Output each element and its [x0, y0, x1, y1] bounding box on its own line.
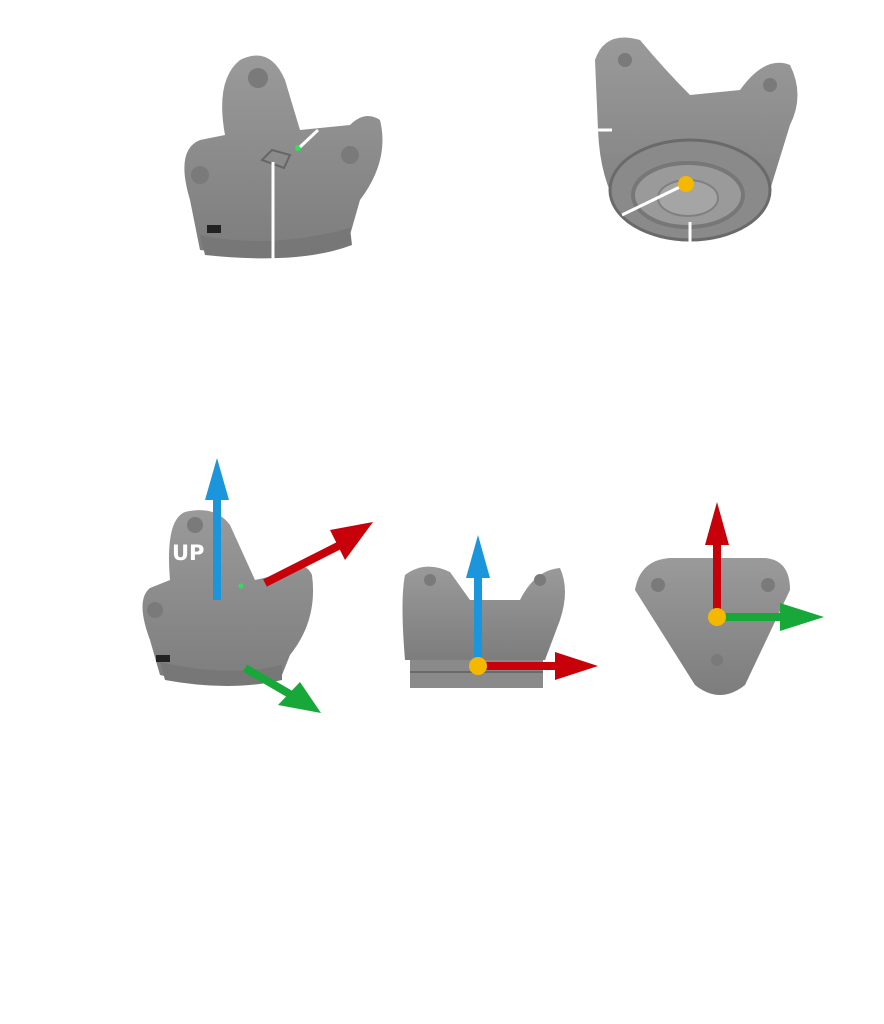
callout-line [621, 182, 687, 217]
x-axis-arrow [263, 522, 373, 587]
up-label: UP [172, 541, 204, 565]
callout-line [298, 128, 320, 149]
x-axis-arrow [478, 652, 598, 680]
z-axis-arrow [717, 603, 824, 631]
tracker-top-axes [635, 502, 824, 695]
tracker-side-axes [402, 535, 598, 688]
origin-marker [678, 176, 694, 192]
tracker-perspective-axes: UP [142, 458, 373, 713]
origin-marker [708, 608, 726, 626]
tracker-bottom-view [595, 37, 798, 244]
origin-marker [469, 657, 487, 675]
z-axis-arrow [242, 664, 321, 713]
x-axis-arrow [705, 502, 729, 617]
status-led [295, 145, 301, 151]
y-axis-arrow [205, 458, 229, 600]
tracker-front-view [184, 55, 383, 262]
y-axis-arrow [466, 535, 490, 666]
